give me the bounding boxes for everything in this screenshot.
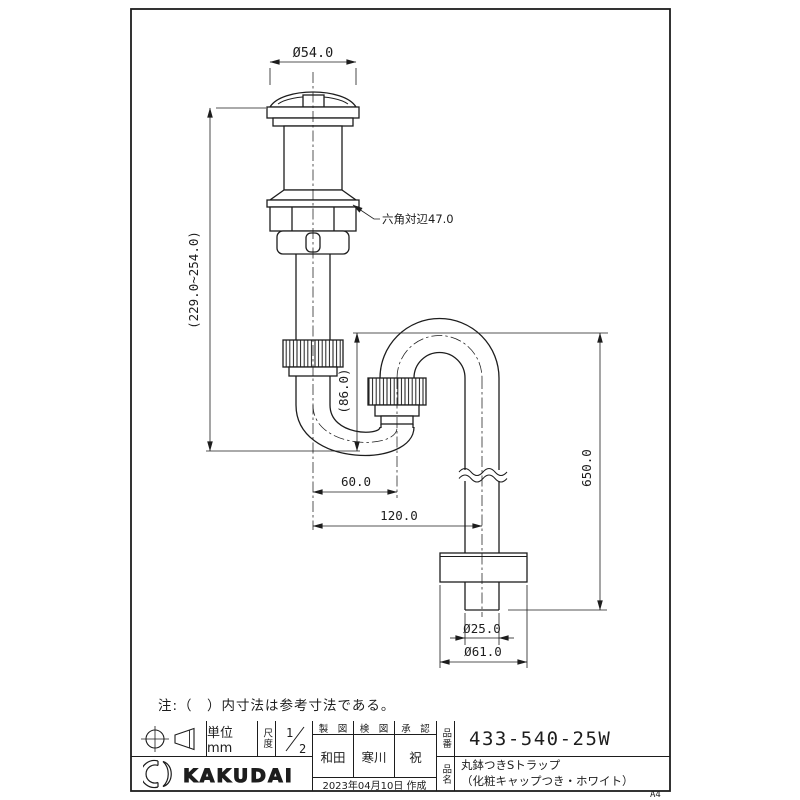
title-block: 単位mm 尺度 1 2 KAKUDAI 製 図 検 図 承 認 和田 寒川 祝 … — [131, 721, 670, 791]
part-name-label-cell: 品名 — [437, 757, 455, 791]
checked-by-cell: 寒川 — [354, 735, 395, 777]
dim-escutcheon-diameter-text: Ø61.0 — [464, 644, 502, 659]
inlet-pipe-lower — [295, 376, 331, 405]
approved-by-cell: 祝 — [395, 735, 437, 777]
u-bend-outer — [295, 404, 415, 457]
reference-note: 注:（ ）内寸法は参考寸法である。 — [158, 698, 396, 714]
kakudai-logo: KAKUDAI — [143, 759, 294, 789]
drafted-by-cell: 和田 — [313, 735, 354, 777]
dim-offset-60-text: 60.0 — [341, 474, 371, 489]
centerline-arch — [396, 335, 483, 379]
dim-installed-height-text: (229.0~254.0) — [186, 231, 201, 329]
ext-escutcheon — [439, 585, 528, 668]
scale-numerator: 1 — [286, 726, 293, 740]
dim-cap-diameter-text: Ø54.0 — [293, 45, 334, 61]
part-name-line2: （化粧キャップつき・ホワイト） — [461, 774, 634, 788]
break-line-top — [458, 468, 508, 476]
part-name-cell: 丸鉢つきSトラップ （化粧キャップつき・ホワイト） — [455, 757, 670, 791]
brand-cell: KAKUDAI — [131, 757, 313, 791]
hex-facets — [291, 207, 335, 231]
scale-fraction: 1 2 — [285, 726, 306, 756]
trap-stub — [380, 424, 414, 428]
unit-cell: 単位mm — [207, 721, 258, 757]
dim-pipe-diameter-text: Ø25.0 — [463, 621, 501, 636]
approved-header-cell: 承 認 — [395, 721, 437, 735]
arch-inner — [413, 351, 466, 379]
hex-across-flats-text: 六角対辺47.0 — [382, 212, 454, 226]
dim-riser-length-text: 650.0 — [579, 449, 594, 487]
projection-symbol-icon — [141, 725, 195, 752]
brand-text: KAKUDAI — [183, 765, 294, 787]
scale-label-cell: 尺度 — [258, 721, 276, 757]
scale-denominator: 2 — [299, 742, 306, 756]
drafted-header-cell: 製 図 — [313, 721, 354, 735]
ext-cap — [269, 68, 357, 85]
hex-leader — [352, 204, 380, 220]
dim-seal-depth-text: (86.0) — [336, 368, 351, 413]
checked-header-cell: 検 図 — [354, 721, 395, 735]
dimension-lines — [206, 59, 608, 668]
cap-stem — [302, 94, 325, 108]
scale-value-cell: 1 2 — [276, 721, 313, 757]
part-no-label-cell: 品番 — [437, 721, 455, 757]
outlet-pipe-lower — [464, 481, 500, 553]
s-arch-and-outlet — [379, 317, 528, 611]
outlet-pipe-end — [464, 582, 500, 611]
part-no-cell: 433-540-25W — [455, 721, 670, 757]
part-name-label: 品名 — [440, 763, 452, 785]
part-no-label: 品番 — [440, 728, 452, 749]
projection-symbol-cell — [131, 721, 207, 757]
centerlines — [312, 72, 483, 617]
scale-label: 尺度 — [261, 728, 273, 749]
part-name-line1: 丸鉢つきSトラップ — [461, 758, 561, 773]
dim-offset-120-text: 120.0 — [380, 508, 418, 523]
dimension-texts: Ø54.0 (229.0~254.0) (86.0) 650.0 60.0 12… — [186, 45, 594, 659]
arch-outer — [379, 317, 500, 379]
tail-pipe — [295, 254, 331, 340]
escutcheon-flange — [439, 552, 528, 583]
created-date-cell: 2023年04月10日 作成 — [313, 777, 437, 791]
paper-size-label: A4 — [650, 790, 661, 800]
outlet-pipe-upper — [464, 378, 500, 470]
